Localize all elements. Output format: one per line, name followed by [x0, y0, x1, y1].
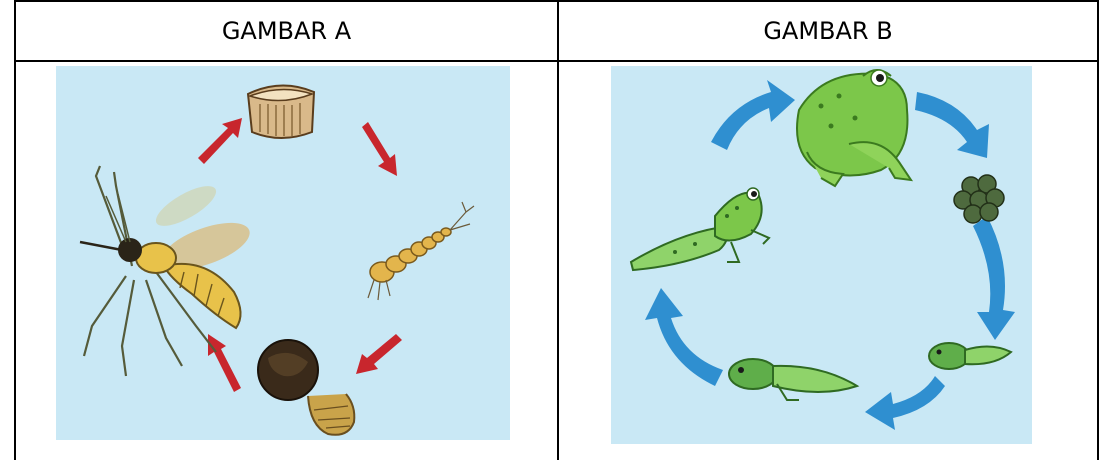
header-gambar-a: GAMBAR A — [16, 2, 557, 60]
froglet-icon — [631, 188, 769, 270]
tadpole-icon — [929, 343, 1011, 369]
larva-icon — [368, 202, 474, 300]
table-column-divider — [557, 0, 559, 460]
header-gambar-b: GAMBAR B — [559, 2, 1097, 60]
adult-frog-icon — [797, 70, 911, 186]
frog-life-cycle-figure — [611, 66, 1032, 444]
egg-raft-icon — [248, 85, 314, 138]
pupa-icon — [258, 340, 354, 435]
mosquito-life-cycle-figure — [56, 66, 510, 440]
frog-eggs-icon — [954, 175, 1004, 223]
adult-mosquito-icon — [80, 166, 255, 376]
tadpole-with-legs-icon — [729, 359, 857, 400]
